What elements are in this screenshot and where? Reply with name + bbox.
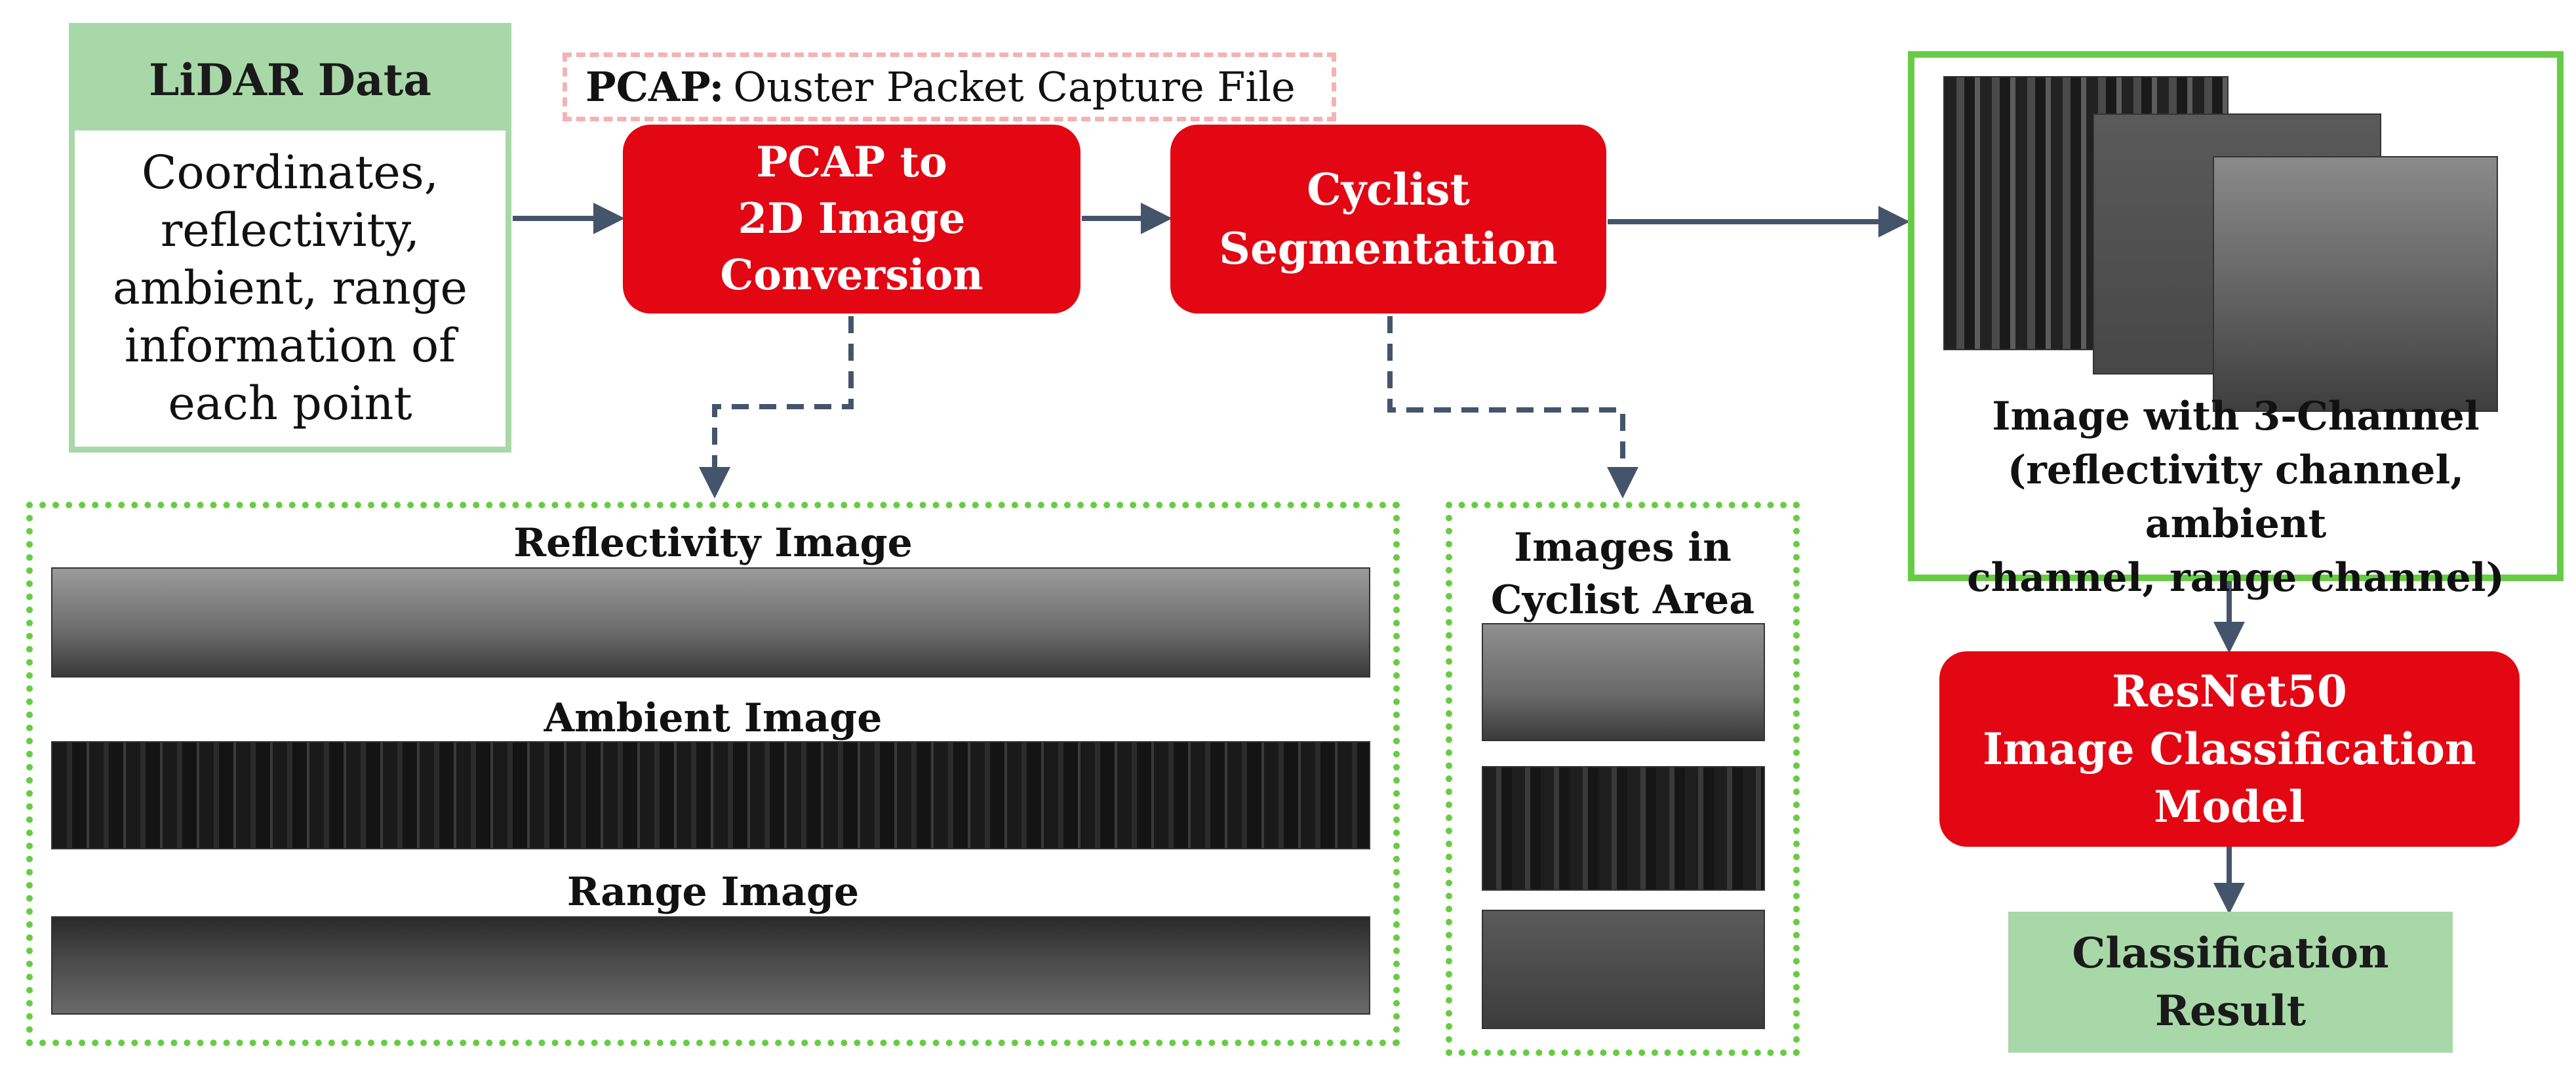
segmentation-line: Cyclist xyxy=(1219,160,1557,219)
dashed-arrow-segmentation-to-cyclist-area xyxy=(1390,316,1623,493)
three-channel-line: Image with 3-Channel xyxy=(1914,390,2557,443)
resnet-line: ResNet50 xyxy=(1983,662,2476,720)
cyclist-range-crop xyxy=(1482,910,1765,1029)
three-channel-line: (reflectivity channel, ambient xyxy=(1914,443,2557,551)
ambient-image xyxy=(51,741,1370,849)
resnet-box: ResNet50 Image Classification Model xyxy=(1939,651,2520,847)
conversion-line: Conversion xyxy=(720,247,983,304)
conversion-line: PCAP to xyxy=(720,134,983,191)
lidar-line: each point xyxy=(108,375,473,432)
cyclist-ambient-crop xyxy=(1482,766,1765,891)
dashed-arrow-conversion-to-views xyxy=(715,316,851,493)
three-channel-frame: Image with 3-Channel (reflectivity chann… xyxy=(1908,51,2564,581)
cyclist-area-line: Images in xyxy=(1452,521,1793,574)
pcap-note-label: PCAP: xyxy=(585,63,724,111)
segmentation-line: Segmentation xyxy=(1219,219,1557,278)
lidar-line: reflectivity, xyxy=(108,201,473,259)
resnet-line: Image Classification xyxy=(1983,720,2476,778)
lidar-data-title: LiDAR Data xyxy=(75,29,505,131)
cyclist-area-line: Cyclist Area xyxy=(1452,574,1793,626)
reflectivity-image-title: Reflectivity Image xyxy=(33,520,1393,566)
result-line: Result xyxy=(2072,983,2388,1040)
pcap-note: PCAP: Ouster Packet Capture File xyxy=(563,52,1336,121)
lidar-views-panel: Reflectivity Image Ambient Image Range I… xyxy=(26,502,1400,1046)
conversion-box: PCAP to 2D Image Conversion xyxy=(623,125,1080,314)
reflectivity-image xyxy=(51,567,1370,678)
segmentation-box: Cyclist Segmentation xyxy=(1170,125,1606,314)
three-channel-caption: Image with 3-Channel (reflectivity chann… xyxy=(1914,415,2557,579)
range-image-title: Range Image xyxy=(33,869,1393,915)
lidar-line: ambient, range xyxy=(108,259,473,317)
classification-result-box: Classification Result xyxy=(2008,912,2453,1053)
cyclist-reflectivity-crop xyxy=(1482,623,1765,741)
cyclist-area-title: Images in Cyclist Area xyxy=(1452,521,1793,626)
pcap-note-text: Ouster Packet Capture File xyxy=(733,63,1295,111)
cyclist-area-panel: Images in Cyclist Area xyxy=(1446,502,1800,1056)
conversion-line: 2D Image xyxy=(720,191,983,247)
lidar-data-box: LiDAR Data Coordinates, reflectivity, am… xyxy=(69,23,511,453)
lidar-line: Coordinates, xyxy=(108,144,473,201)
three-channel-line: channel, range channel) xyxy=(1914,551,2557,605)
lidar-line: information of xyxy=(108,317,473,375)
range-image xyxy=(51,916,1370,1015)
lidar-data-description: Coordinates, reflectivity, ambient, rang… xyxy=(75,131,505,447)
range-channel-thumbnail xyxy=(2213,156,2498,412)
result-line: Classification xyxy=(2072,925,2388,983)
resnet-line: Model xyxy=(1983,778,2476,836)
ambient-image-title: Ambient Image xyxy=(33,695,1393,741)
